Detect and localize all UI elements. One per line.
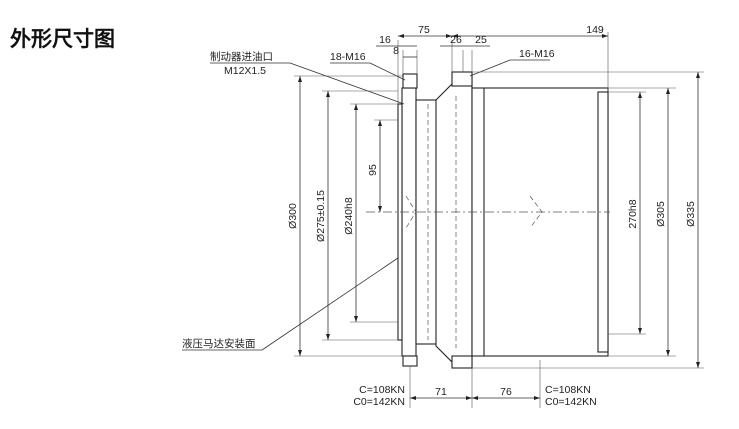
- top-dimensions: 75 149 16 8 26 25: [376, 24, 609, 104]
- left-flange-pilot: [397, 103, 403, 341]
- left-diameters: Ø300 Ø275±0.15 Ø240h8 95: [287, 75, 403, 357]
- dim-d305: Ø305: [655, 201, 667, 227]
- dim-75: 75: [418, 24, 430, 36]
- left-bolt-boss-bottom: [402, 355, 418, 367]
- dim-d240: Ø240h8: [343, 197, 355, 235]
- dim-d270: 270h8: [627, 199, 639, 228]
- dim-d275: Ø275±0.15: [315, 190, 327, 242]
- dim-149: 149: [586, 24, 604, 36]
- bottom-dimensions: 71 76 C=108KN C0=142KN C=108KN C0=142KN: [353, 360, 597, 408]
- load-left-c: C=108KN: [359, 384, 405, 396]
- housing-end: [597, 91, 609, 353]
- left-callouts: 制动器进油口 M12X1.5 18-M16 液压马达安装面: [182, 50, 406, 351]
- mount-face-label: 液压马达安装面: [182, 337, 256, 350]
- load-right-c: C=108KN: [545, 384, 591, 396]
- right-diameters: 270h8 Ø305 Ø335: [472, 71, 704, 369]
- left-bolt-boss-top: [402, 73, 418, 89]
- reducer-body: [397, 71, 609, 369]
- dim-d335: Ø335: [685, 201, 697, 227]
- right-bolt-boss-bottom: [451, 355, 473, 369]
- brake-port-thread: M12X1.5: [224, 65, 266, 77]
- dim-26: 26: [450, 34, 462, 46]
- drawing-title: 外形尺寸图: [10, 27, 115, 51]
- dim-71: 71: [435, 386, 447, 398]
- dim-76: 76: [500, 386, 512, 398]
- left-flange: [401, 87, 417, 357]
- load-left-c0: C0=142KN: [353, 396, 405, 408]
- dim-95: 95: [367, 164, 379, 176]
- housing: [471, 87, 609, 357]
- dim-8: 8: [393, 45, 399, 57]
- dim-d300: Ø300: [287, 203, 299, 229]
- dim-16: 16: [379, 34, 391, 46]
- right-flange-taper: [435, 75, 473, 369]
- load-right-c0: C0=142KN: [545, 396, 597, 408]
- right-bolts-label: 16-M16: [519, 48, 555, 60]
- right-callouts: 16-M16: [469, 48, 555, 77]
- right-bolt-boss-top: [451, 71, 473, 87]
- dim-25: 25: [475, 34, 487, 46]
- brake-port-label: 制动器进油口: [210, 50, 273, 63]
- left-bolts-label: 18-M16: [330, 51, 366, 63]
